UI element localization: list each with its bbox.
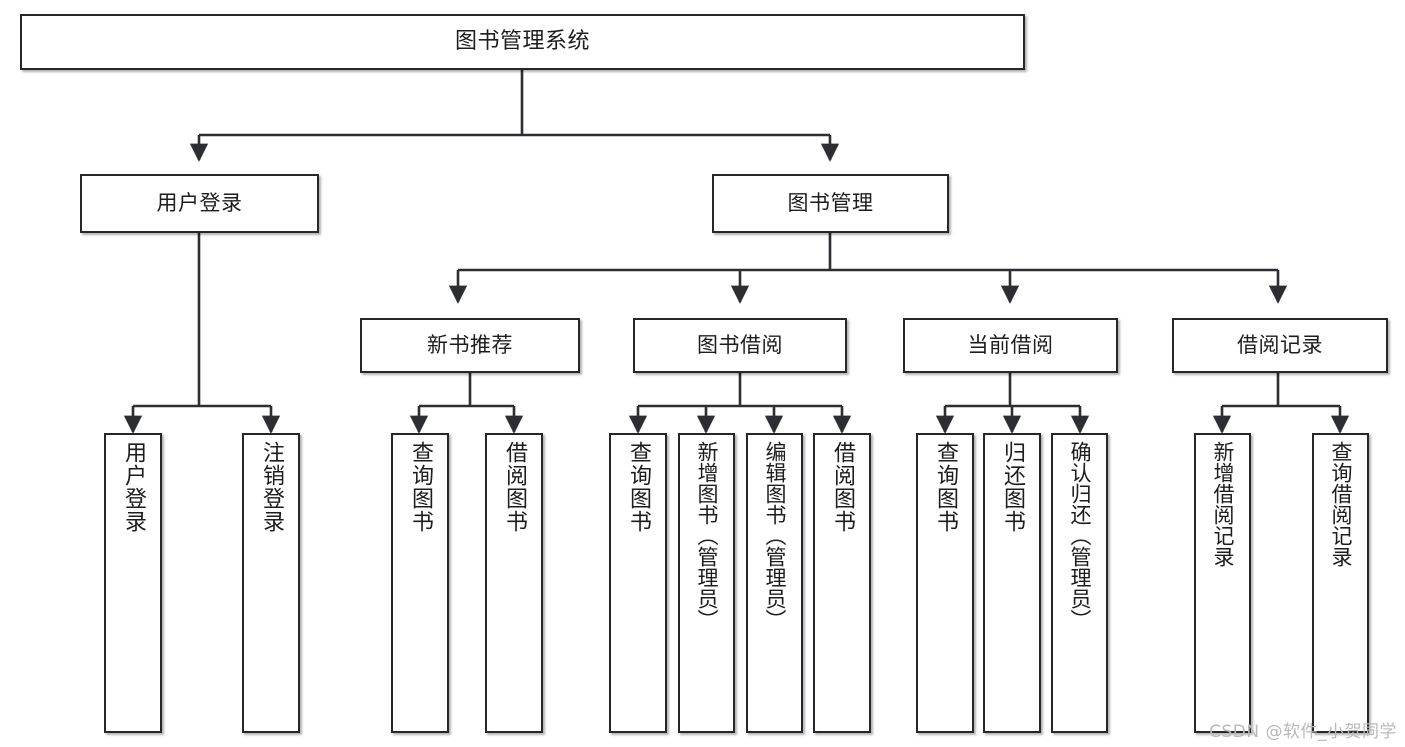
leaf-return-book[interactable]: 归还图书 [983, 433, 1041, 733]
node-label: 归还图书 [1000, 441, 1025, 533]
node-label: 用户登录 [121, 441, 146, 533]
node-label: 当前借阅 [967, 332, 1054, 357]
node-user-login[interactable]: 用户登录 [80, 174, 319, 233]
leaf-query-book-recommend[interactable]: 查询图书 [391, 433, 449, 733]
leaf-borrow-book[interactable]: 借阅图书 [813, 433, 871, 733]
leaf-query-book-current[interactable]: 查询图书 [916, 433, 974, 733]
node-label: 查询图书 [933, 441, 958, 533]
node-label: 借阅记录 [1237, 332, 1323, 357]
leaf-add-borrow-record[interactable]: 新增借阅记录 [1194, 433, 1251, 733]
leaf-user-login[interactable]: 用户登录 [104, 433, 162, 733]
leaf-logout[interactable]: 注销登录 [242, 433, 300, 733]
node-current-borrow[interactable]: 当前借阅 [903, 318, 1118, 373]
node-label: 确认归还（管理员） [1068, 441, 1092, 630]
node-label: 借阅图书 [830, 441, 855, 533]
node-label: 借阅图书 [502, 441, 527, 533]
node-label: 注销登录 [259, 441, 284, 533]
leaf-confirm-return-admin[interactable]: 确认归还（管理员） [1051, 433, 1108, 733]
node-label: 图书借阅 [697, 332, 783, 357]
leaf-add-book-admin[interactable]: 新增图书（管理员） [678, 433, 735, 733]
node-label: 编辑图书（管理员） [763, 441, 787, 630]
node-label: 新增图书（管理员） [695, 441, 719, 630]
node-book-borrow[interactable]: 图书借阅 [633, 318, 847, 373]
node-book-management[interactable]: 图书管理 [712, 174, 949, 233]
node-borrow-record[interactable]: 借阅记录 [1172, 318, 1388, 373]
node-root-book-management-system[interactable]: 图书管理系统 [20, 14, 1025, 70]
node-label: 查询图书 [408, 441, 433, 533]
leaf-query-book-borrow[interactable]: 查询图书 [609, 433, 667, 733]
leaf-edit-book-admin[interactable]: 编辑图书（管理员） [746, 433, 803, 733]
node-new-book-recommend[interactable]: 新书推荐 [360, 318, 580, 373]
node-label: 新增借阅记录 [1211, 441, 1235, 567]
node-label: 查询借阅记录 [1329, 441, 1353, 567]
node-label: 图书管理 [787, 190, 874, 215]
leaf-borrow-book-recommend[interactable]: 借阅图书 [485, 433, 543, 733]
csdn-watermark: CSDN @软件_小贺同学 [1209, 722, 1397, 742]
leaf-query-borrow-record[interactable]: 查询借阅记录 [1312, 433, 1369, 733]
node-label: 用户登录 [156, 190, 243, 215]
node-label: 查询图书 [626, 441, 651, 533]
node-label: 新书推荐 [427, 332, 513, 357]
node-label: 图书管理系统 [454, 28, 590, 54]
